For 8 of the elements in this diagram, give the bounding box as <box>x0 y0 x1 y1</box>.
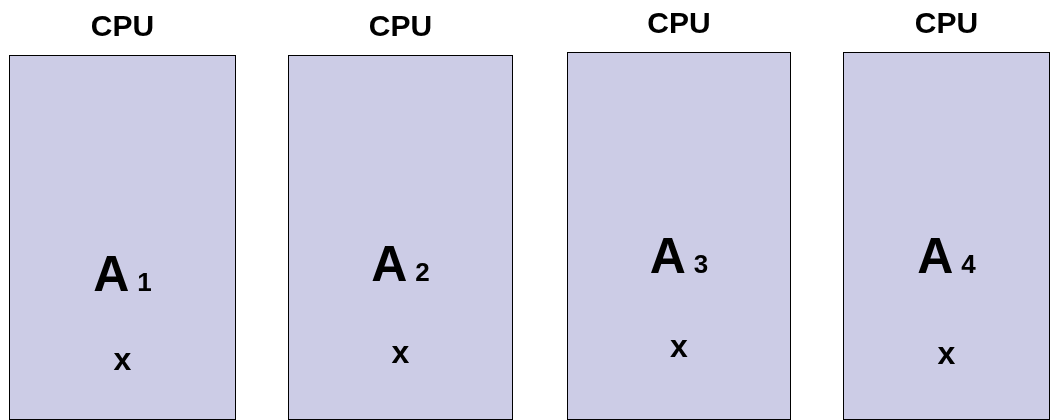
variable-label: x <box>670 328 688 364</box>
variable-label: x <box>113 341 132 377</box>
variable-label: x <box>937 335 956 371</box>
box-heading: CPU <box>914 6 979 39</box>
box-heading: CPU <box>368 9 433 42</box>
box-heading: CPU <box>90 9 155 42</box>
variable-label: x <box>391 334 410 370</box>
box-heading: CPU <box>647 6 711 39</box>
